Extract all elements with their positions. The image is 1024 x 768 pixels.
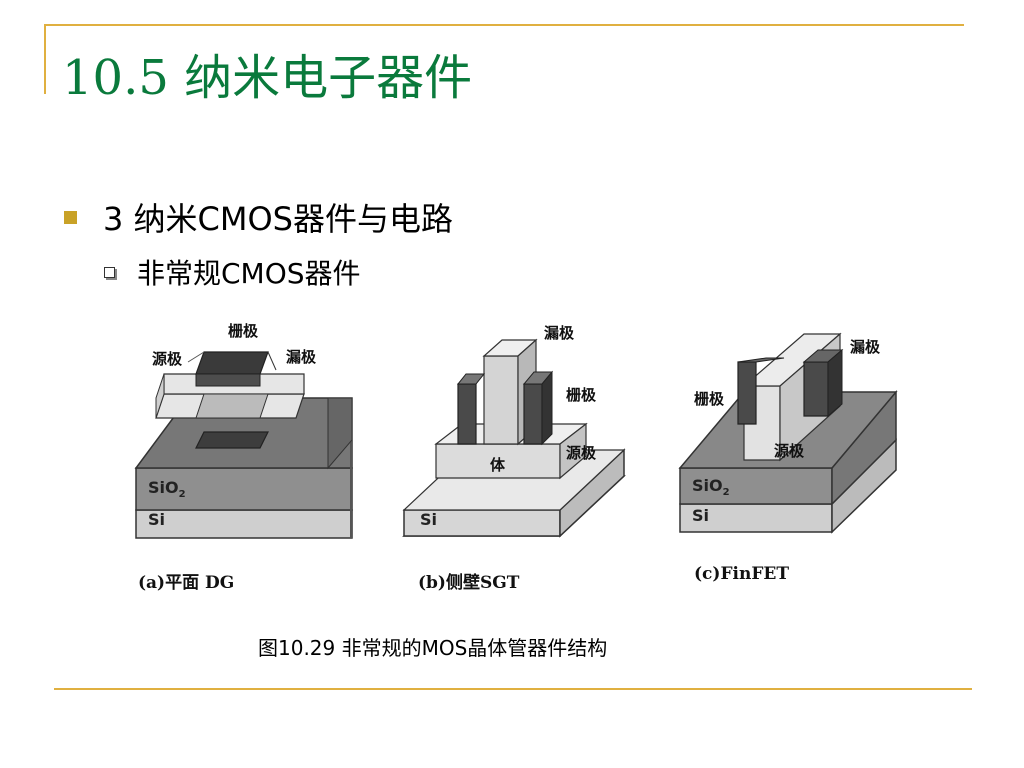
panel-b-si-label: Si (420, 510, 438, 529)
bullet-level-1-text: 3 纳米CMOS器件与电路 (103, 200, 453, 238)
bullet-level-1: 3 纳米CMOS器件与电路 (64, 194, 453, 240)
panel-a-sio2-label: SiO2 (148, 478, 186, 500)
slide-title: 10.5 纳米电子器件 (62, 50, 473, 106)
panel-c-gate-label: 栅极 (694, 390, 725, 408)
panel-c-sio2-subscript: 2 (722, 487, 730, 499)
panel-a-source-label: 源极 (152, 350, 183, 368)
panel-b-gate-label: 栅极 (566, 386, 597, 404)
panel-b-caption: (b)侧壁SGT (418, 573, 520, 593)
device-diagrams (134, 332, 898, 539)
panel-a-diagram (134, 351, 353, 539)
panel-a-sio2-subscript: 2 (178, 489, 186, 501)
panel-c-si-label: Si (692, 506, 710, 525)
bullet-level-2: 非常规CMOS器件 (104, 252, 361, 292)
panel-a-si-label: Si (148, 510, 166, 529)
panel-c-diagram (678, 332, 898, 534)
panel-b-body-label: 体 (490, 456, 506, 474)
panel-c-sio2-text: SiO (692, 476, 723, 495)
panel-c-drain-label: 漏极 (850, 338, 881, 356)
panel-c-source-label: 源极 (774, 442, 805, 460)
frame-left-rule (44, 24, 46, 94)
panel-b-drain-label: 漏极 (544, 324, 575, 342)
frame-bottom-rule (54, 688, 972, 690)
panel-b-diagram (402, 338, 626, 538)
figure-caption: 图10.29 非常规的MOS晶体管器件结构 (258, 636, 608, 660)
panel-a-caption: (a)平面 DG (138, 573, 235, 593)
panel-b-source-label: 源极 (566, 444, 597, 462)
panel-c-caption: (c)FinFET (694, 564, 790, 584)
panel-a-drain-label: 漏极 (286, 348, 317, 366)
panel-c-sio2-label: SiO2 (692, 476, 730, 498)
square-bullet-icon (64, 210, 77, 224)
panel-a-gate-label: 栅极 (228, 322, 259, 340)
bullet-level-2-text: 非常规CMOS器件 (137, 257, 361, 290)
panel-a-sio2-text: SiO (148, 478, 179, 497)
hollow-square-bullet-icon (104, 266, 115, 278)
device-structure-figure: 栅极 源极 漏极 SiO2 Si (a)平面 DG 漏极 栅极 源极 体 Si … (128, 300, 908, 610)
frame-top-rule (44, 24, 964, 26)
